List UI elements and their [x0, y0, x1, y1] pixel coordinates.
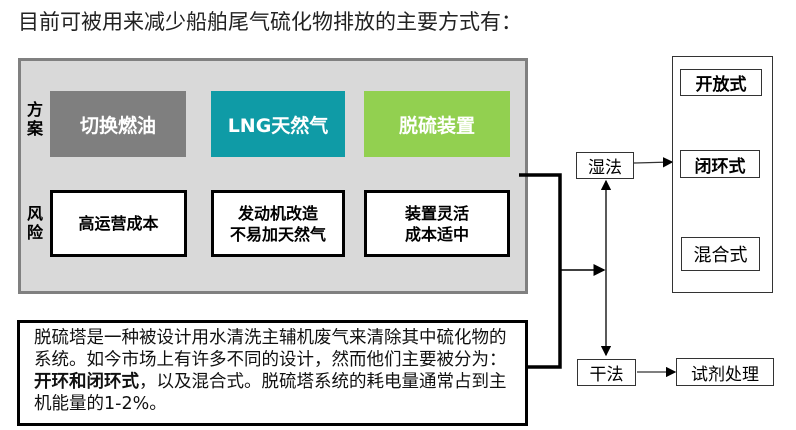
option-fuel-switch: 切换燃油: [50, 91, 186, 157]
options-row-label: 方案: [26, 100, 43, 138]
risk-text-2: 不易加天然气: [229, 224, 326, 244]
risk-text: 高运营成本: [78, 214, 159, 233]
reagent-treatment-box: 试剂处理: [676, 358, 774, 386]
risk-scrubber: 装置灵活成本适中: [364, 190, 510, 257]
wet-method-box: 湿法: [576, 152, 634, 179]
note-text-end: ，以及混合式。脱硫塔系统的耗电量通常占到主机能量的1-2%。: [34, 372, 507, 414]
wet-types-group: [672, 56, 773, 293]
option-lng: LNG天然气: [211, 91, 345, 157]
note-text: 脱硫塔是一种被设计用水清洗主辅机废气来清除其中硫化物的系统。如今市场上有许多不同…: [34, 328, 507, 370]
closed-loop-box: 闭环式: [680, 150, 760, 178]
wet-arrow: [633, 157, 674, 168]
bracket-line: [519, 173, 562, 369]
risk-text-2: 成本适中: [404, 224, 469, 244]
risk-text-1: 发动机改造: [237, 203, 318, 223]
risk-fuel-switch: 高运营成本: [50, 190, 187, 257]
note-bold-text: 开环和闭环式: [34, 372, 139, 392]
hybrid-box: 混合式: [681, 237, 760, 271]
risk-lng: 发动机改造不易加天然气: [211, 190, 345, 257]
risk-text-1: 装置灵活: [404, 203, 469, 223]
option-scrubber: 脱硫装置: [364, 91, 510, 157]
open-loop-box: 开放式: [680, 69, 762, 96]
risks-row-label: 风险: [26, 204, 43, 242]
scrubber-description: 脱硫塔是一种被设计用水清洗主辅机废气来清除其中硫化物的系统。如今市场上有许多不同…: [17, 320, 528, 426]
dry-method-box: 干法: [577, 359, 636, 386]
page-title: 目前可被用来减少船舶尾气硫化物排放的主要方式有：: [18, 10, 522, 34]
